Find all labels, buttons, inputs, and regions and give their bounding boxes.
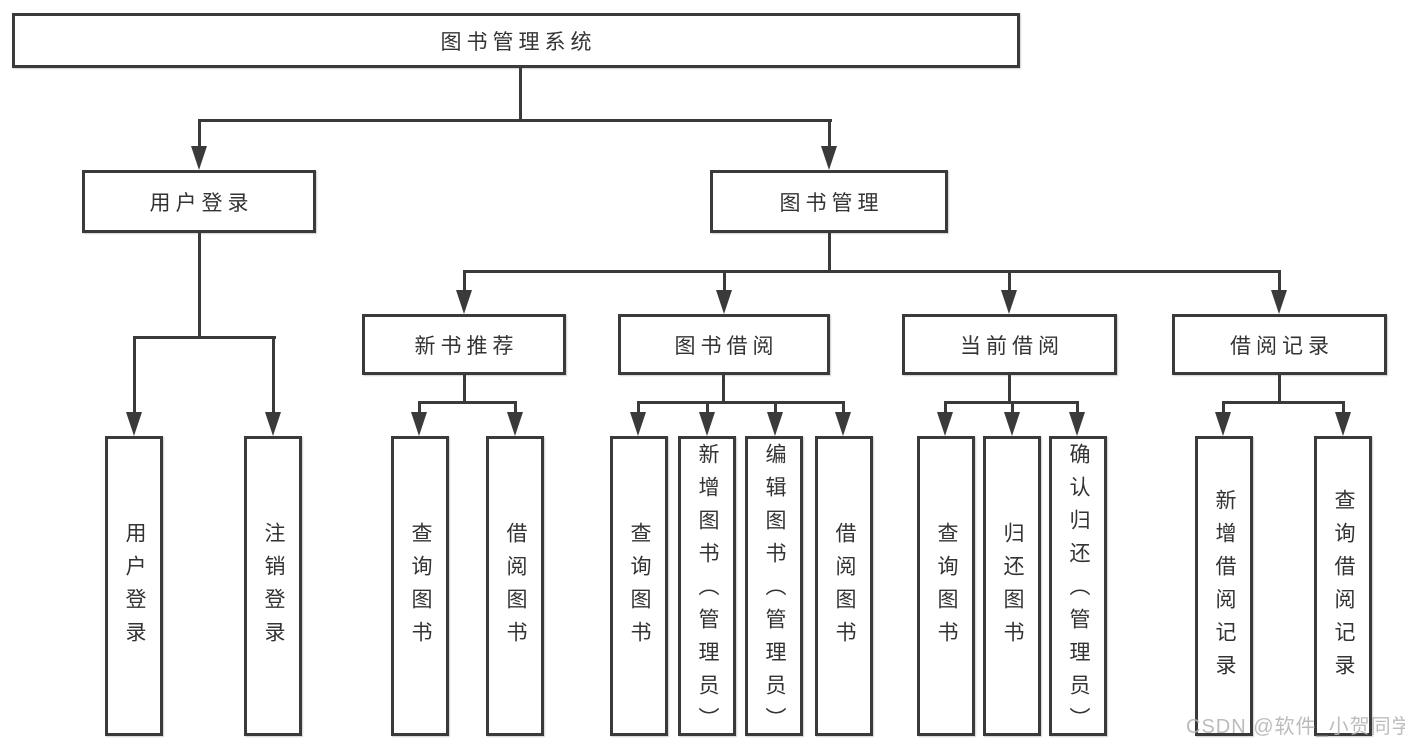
leaf-add-borrow-record-label: 新增借阅记录: [1213, 489, 1237, 687]
leaf-query-borrow-record-label: 查询借阅记录: [1332, 489, 1356, 687]
connector-drop-current-borrow: [1008, 270, 1011, 296]
leaf-newrec-borrow-books: 借阅图书: [486, 436, 544, 736]
connector-drop-book-mgmt: [828, 119, 831, 151]
connector-drop-leaf-10: [1011, 401, 1014, 419]
connector-root-bus: [198, 119, 832, 122]
node-book-management-label: 图书管理: [779, 191, 884, 215]
node-user-login: 用户登录: [82, 170, 316, 233]
arrow-leaf-4: [507, 412, 523, 436]
connector-drop-borrow-records: [1278, 270, 1281, 296]
arrow-leaf-10: [1004, 412, 1020, 436]
leaf-edit-books-admin: 编辑图书（管理员）: [745, 436, 803, 740]
leaf-newrec-query-books: 查询图书: [391, 436, 449, 736]
node-user-login-label: 用户登录: [149, 191, 254, 215]
leaf-confirm-return-admin-label: 确认归还（管理员）: [1067, 443, 1091, 740]
arrow-leaf-6: [699, 412, 715, 436]
leaf-borrow-query-books-label: 查询图书: [628, 522, 652, 654]
arrow-borrow-records: [1271, 290, 1287, 314]
connector-records-stem: [1278, 375, 1281, 404]
node-current-borrow: 当前借阅: [902, 314, 1117, 375]
connector-mgmt-stem: [828, 233, 831, 273]
leaf-confirm-return-admin: 确认归还（管理员）: [1049, 436, 1107, 740]
arrow-leaf-13: [1335, 412, 1351, 436]
connector-drop-book-borrow: [723, 270, 726, 296]
node-borrow-records-label: 借阅记录: [1230, 334, 1334, 358]
connector-drop-leaf-13: [1342, 401, 1345, 419]
node-current-borrow-label: 当前借阅: [960, 334, 1064, 358]
connector-drop-leaf-12: [1222, 401, 1225, 419]
connector-borrow-stem: [722, 375, 725, 404]
connector-newrec-stem: [463, 375, 466, 404]
arrow-leaf-3: [411, 412, 427, 436]
connector-drop-leaf-9: [944, 401, 947, 419]
connector-root-stem: [519, 68, 522, 121]
leaf-return-books: 归还图书: [983, 436, 1041, 736]
connector-drop-leaf-8: [842, 401, 845, 419]
connector-drop-leaf-6: [706, 401, 709, 419]
leaf-borrow-books-label: 借阅图书: [833, 522, 857, 654]
leaf-borrow-books: 借阅图书: [815, 436, 873, 736]
leaf-add-books-admin: 新增图书（管理员）: [678, 436, 736, 740]
leaf-return-books-label: 归还图书: [1001, 522, 1025, 654]
arrow-leaf-11: [1069, 412, 1085, 436]
arrow-book-borrow: [716, 290, 732, 314]
leaf-add-borrow-record: 新增借阅记录: [1195, 436, 1253, 736]
arrow-leaf-1: [126, 412, 142, 436]
connector-drop-user-login: [198, 119, 201, 151]
arrow-leaf-2: [265, 412, 281, 436]
node-book-borrow: 图书借阅: [618, 314, 830, 375]
leaf-current-query-books-label: 查询图书: [935, 522, 959, 654]
arrow-leaf-5: [630, 412, 646, 436]
connector-user-bus: [133, 336, 276, 339]
arrow-book-mgmt: [821, 146, 837, 170]
node-book-management: 图书管理: [710, 170, 948, 233]
arrow-leaf-12: [1215, 412, 1231, 436]
leaf-query-borrow-record: 查询借阅记录: [1314, 436, 1372, 736]
connector-mgmt-bus: [463, 270, 1281, 273]
connector-borrow-bus: [637, 401, 845, 404]
connector-user-stem: [198, 233, 201, 339]
connector-drop-leaf-11: [1076, 401, 1079, 419]
leaf-add-books-admin-label: 新增图书（管理员）: [696, 443, 720, 740]
connector-drop-leaf-1: [133, 336, 136, 418]
arrow-new-rec: [456, 290, 472, 314]
node-root-label: 图书管理系统: [440, 30, 597, 54]
leaf-logout-label: 注销登录: [262, 522, 286, 654]
leaf-current-query-books: 查询图书: [917, 436, 975, 736]
arrow-leaf-9: [937, 412, 953, 436]
arrow-current-borrow: [1001, 290, 1017, 314]
leaf-borrow-query-books: 查询图书: [610, 436, 668, 736]
csdn-watermark: CSDN @软件_小贺同学: [1186, 716, 1405, 738]
node-root: 图书管理系统: [12, 13, 1020, 68]
connector-newrec-bus: [418, 401, 517, 404]
connector-drop-leaf-3: [418, 401, 421, 419]
connector-records-bus: [1222, 401, 1345, 404]
leaf-newrec-query-books-label: 查询图书: [409, 522, 433, 654]
connector-drop-new-rec: [463, 270, 466, 296]
connector-current-stem: [1008, 375, 1011, 404]
node-new-book-recommend: 新书推荐: [362, 314, 566, 375]
arrow-leaf-8: [835, 412, 851, 436]
node-new-book-recommend-label: 新书推荐: [414, 334, 519, 358]
arrow-user-login: [191, 146, 207, 170]
arrow-leaf-7: [767, 412, 783, 436]
leaf-user-login: 用户登录: [105, 436, 163, 736]
connector-drop-leaf-7: [774, 401, 777, 419]
connector-drop-leaf-2: [272, 336, 275, 418]
leaf-newrec-borrow-books-label: 借阅图书: [504, 522, 528, 654]
leaf-logout: 注销登录: [244, 436, 302, 736]
node-borrow-records: 借阅记录: [1172, 314, 1387, 375]
connector-drop-leaf-4: [514, 401, 517, 419]
node-book-borrow-label: 图书借阅: [674, 334, 779, 358]
leaf-user-login-label: 用户登录: [123, 522, 147, 654]
connector-drop-leaf-5: [637, 401, 640, 419]
leaf-edit-books-admin-label: 编辑图书（管理员）: [763, 443, 787, 740]
